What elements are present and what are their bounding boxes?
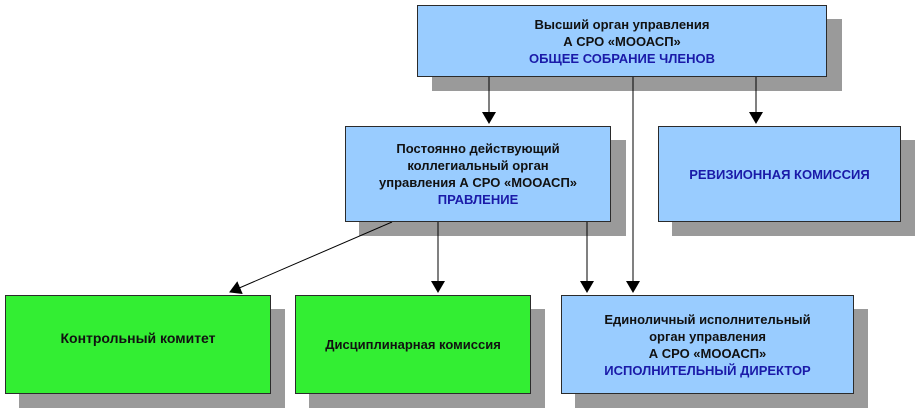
control-committee-label: Контрольный комитет (60, 330, 216, 346)
executive-director-line2: орган управления (649, 328, 766, 344)
board-line3: управления А СРО «МООАСП» (378, 175, 578, 190)
general-meeting-line2: А СРО «МООАСП» (563, 33, 681, 49)
control-committee-box: Контрольный комитет (5, 295, 271, 394)
audit-commission-title: РЕВИЗИОННАЯ КОМИССИЯ (689, 166, 870, 182)
general-meeting-line1: Высший орган управления (534, 16, 710, 32)
executive-director-title: ИСПОЛНИТЕЛЬНЫЙ ДИРЕКТОР (604, 362, 811, 378)
executive-director-box: Единоличный исполнительный орган управле… (561, 295, 854, 394)
audit-commission-box: РЕВИЗИОННАЯ КОМИССИЯ (658, 126, 901, 222)
disciplinary-commission-box: Дисциплинарная комиссия (295, 295, 531, 394)
board-title: ПРАВЛЕНИЕ (437, 192, 519, 207)
board-box: Постоянно действующий коллегиальный орга… (345, 126, 611, 222)
arrow-board-to-control (229, 221, 393, 295)
disciplinary-commission-label: Дисциплинарная комиссия (325, 337, 501, 352)
executive-director-line3: А СРО «МООАСП» (648, 345, 767, 361)
board-line1: Постоянно действующий (396, 141, 560, 156)
executive-director-line1: Единоличный исполнительный (604, 311, 811, 327)
board-line2: коллегиальный орган (407, 158, 549, 173)
general-meeting-title: ОБЩЕЕ СОБРАНИЕ ЧЛЕНОВ (529, 50, 715, 66)
general-meeting-box: Высший орган управления А СРО «МООАСП» О… (417, 5, 827, 77)
